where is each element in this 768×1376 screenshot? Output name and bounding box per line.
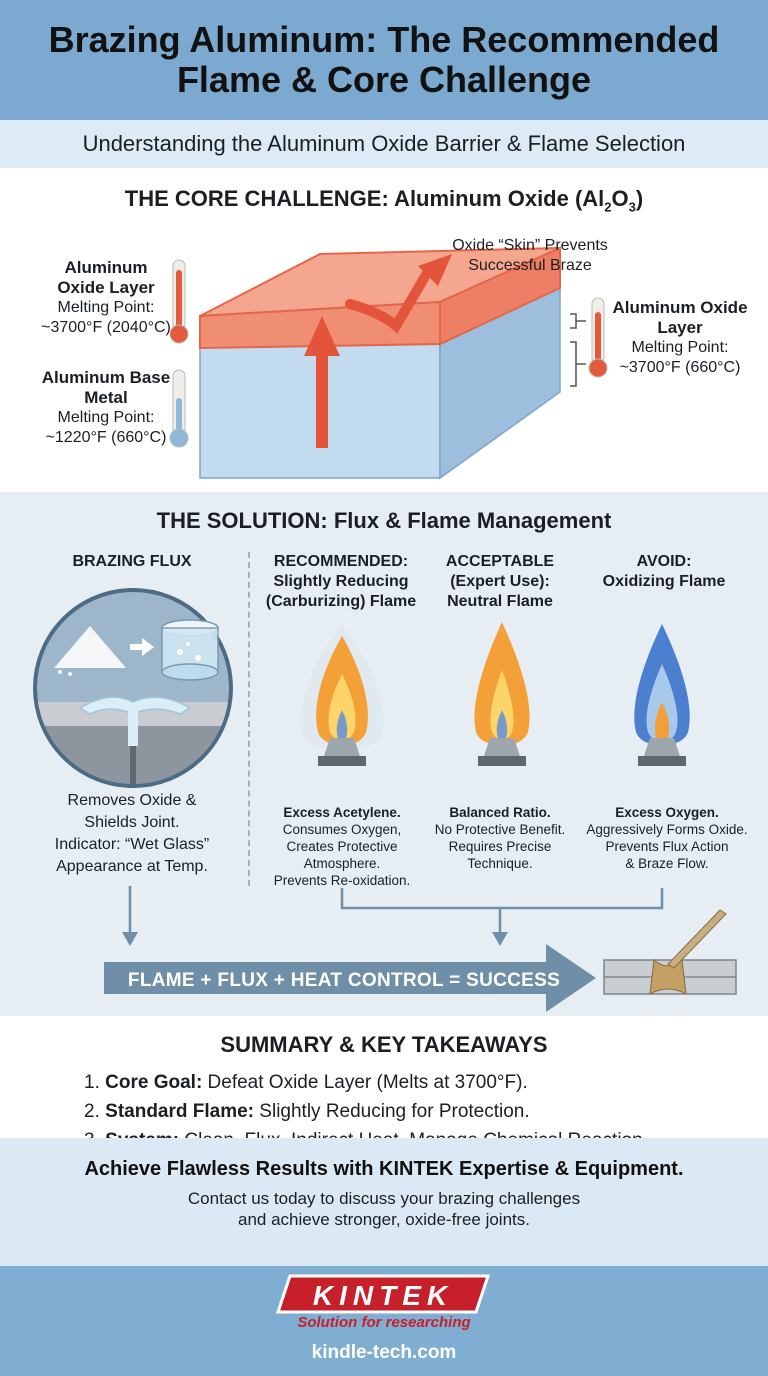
logo-tagline: Solution for researching [297,1314,471,1331]
heat-arrow-up [304,316,340,448]
flux-heading: BRAZING FLUX [72,553,192,570]
summary-item: 1. Core Goal: Defeat Oxide Layer (Melts … [84,1072,528,1093]
deflect-arrow [345,254,452,334]
layer-brackets [570,313,586,387]
base-metal-block [199,284,561,480]
page-subtitle: Understanding the Aluminum Oxide Barrier… [82,131,686,156]
column-divider [248,552,250,886]
powder-pile-icon [54,626,126,676]
page-subtitle-band: Understanding the Aluminum Oxide Barrier… [0,120,768,168]
website-link[interactable]: kindle-tech.com [311,1342,457,1363]
summary-item: 2. Standard Flame: Slightly Reducing for… [84,1101,530,1122]
summary-list: 1. Core Goal: Defeat Oxide Layer (Melts … [84,1068,744,1155]
flux-illustration [33,588,233,788]
summary-title: SUMMARY & KEY TAKEAWAYS [220,1032,548,1057]
thermometer-cool-icon [169,369,189,448]
kintek-logo-text: KINTEK [313,1280,453,1311]
flames-illustration [300,622,690,766]
cta-title: Achieve Flawless Results with KINTEK Exp… [84,1158,684,1180]
thermometer-hot-icon [169,259,189,344]
base-metal-label: Aluminum Base Metal Melting Point: ~1220… [41,368,171,446]
neutral-flame-icon [474,622,530,766]
brazed-joint-icon [603,909,737,995]
flame-heading-avoid: AVOID: Oxidizing Flame [602,553,726,590]
flame-heading-recommended: RECOMMENDED: Slightly Reducing (Carburiz… [265,553,417,610]
oxide-layer-diagram [169,246,608,480]
oxide-layer-label-left: Aluminum Oxide Layer Melting Point: ~370… [41,258,171,336]
success-flow-diagram [104,886,737,1012]
right-arrow-icon [130,638,154,656]
flame-heading-acceptable: ACCEPTABLE (Expert Use): Neutral Flame [445,553,555,610]
flux-description: Removes Oxide & Shields Joint. Indicator… [54,792,210,875]
oxide-layer-label-right: Aluminum Oxide Layer Melting Point: ~370… [612,298,748,376]
cta-text: Contact us today to discuss your brazing… [187,1189,581,1229]
down-arrow-icon [492,932,508,946]
flame-description-avoid: Excess Oxygen. Aggressively Forms Oxide.… [586,805,748,871]
success-banner-arrow [104,944,596,1012]
down-arrow-icon [122,932,138,946]
flame-description-recommended: Excess Acetylene. Consumes Oxygen, Creat… [273,805,411,888]
oxidizing-flame-icon [634,624,690,766]
thermometer-hot-right-icon [588,297,608,378]
flux-jar-icon [161,619,219,681]
page-title: Brazing Aluminum: The Recommended Flame … [48,19,720,100]
reducing-flame-icon [300,624,384,766]
solution-title: THE SOLUTION: Flux & Flame Management [156,508,612,533]
success-banner-text: FLAME + FLUX + HEAT CONTROL = SUCCESS [127,970,561,991]
core-challenge-title: THE CORE CHALLENGE: Aluminum Oxide (Al2O… [124,186,644,215]
kintek-logo: KINTEK [276,1274,491,1314]
cta-band [0,1138,768,1266]
page-header: Brazing Aluminum: The Recommended Flame … [0,0,768,120]
flame-description-acceptable: Balanced Ratio. No Protective Benefit. R… [434,805,566,871]
oxide-skin-callout: Oxide “Skin” Prevents Successful Braze [452,237,608,274]
